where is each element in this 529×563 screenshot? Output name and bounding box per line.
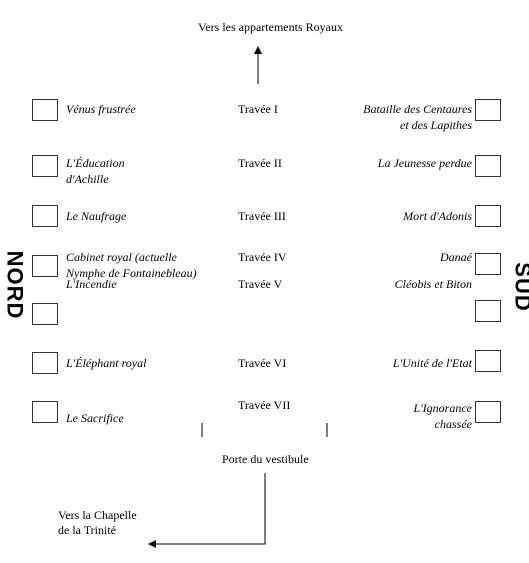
north-side-label: NORD <box>2 250 28 320</box>
panel-box-right-1 <box>475 99 501 121</box>
top-destination-label: Vers les appartements Royaux <box>198 20 343 34</box>
panel-label-left-6: L'Éléphant royal <box>66 356 147 370</box>
bay-label-5: Travée V <box>238 277 283 291</box>
panel-label-left-3: Le Naufrage <box>66 209 127 223</box>
bay-label-7: Travée VII <box>238 398 291 412</box>
panel-box-right-5 <box>475 300 501 322</box>
bay-label-4: Travée IV <box>238 250 287 264</box>
panel-box-left-4 <box>32 255 58 277</box>
panel-label-right-5: Cléobis et Biton <box>394 277 472 291</box>
panel-box-left-1 <box>32 99 58 121</box>
panel-box-right-6 <box>475 350 501 372</box>
panel-box-left-2 <box>32 155 58 177</box>
south-side-label: SUD <box>510 262 529 312</box>
bay-label-6: Travée VI <box>238 356 287 370</box>
panel-label-left-1: Vénus frustrée <box>66 102 136 116</box>
panel-box-left-5 <box>32 303 58 325</box>
panel-box-right-2 <box>475 155 501 177</box>
arrow-to-chapel <box>148 473 266 548</box>
panel-label-right-6: L'Unité de l'Etat <box>392 356 472 370</box>
door-label: Porte du vestibule <box>222 452 309 466</box>
panel-label-right-3: Mort d'Adonis <box>403 209 472 223</box>
panel-label-left-7: Le Sacrifice <box>66 411 124 425</box>
panel-label-right-4: Danaé <box>440 250 472 264</box>
panel-box-right-4 <box>475 253 501 275</box>
panel-box-right-7 <box>475 401 501 423</box>
panel-box-left-7 <box>32 401 58 423</box>
panel-box-left-6 <box>32 352 58 374</box>
panel-label-left-5: L'Incendie <box>66 277 117 291</box>
panel-label-right-2: La Jeunesse perdue <box>377 156 472 170</box>
panel-box-left-3 <box>32 205 58 227</box>
panel-box-right-3 <box>475 205 501 227</box>
bay-label-2: Travée II <box>238 156 282 170</box>
bay-label-3: Travée III <box>238 209 286 223</box>
bay-label-1: Travée I <box>238 102 278 116</box>
